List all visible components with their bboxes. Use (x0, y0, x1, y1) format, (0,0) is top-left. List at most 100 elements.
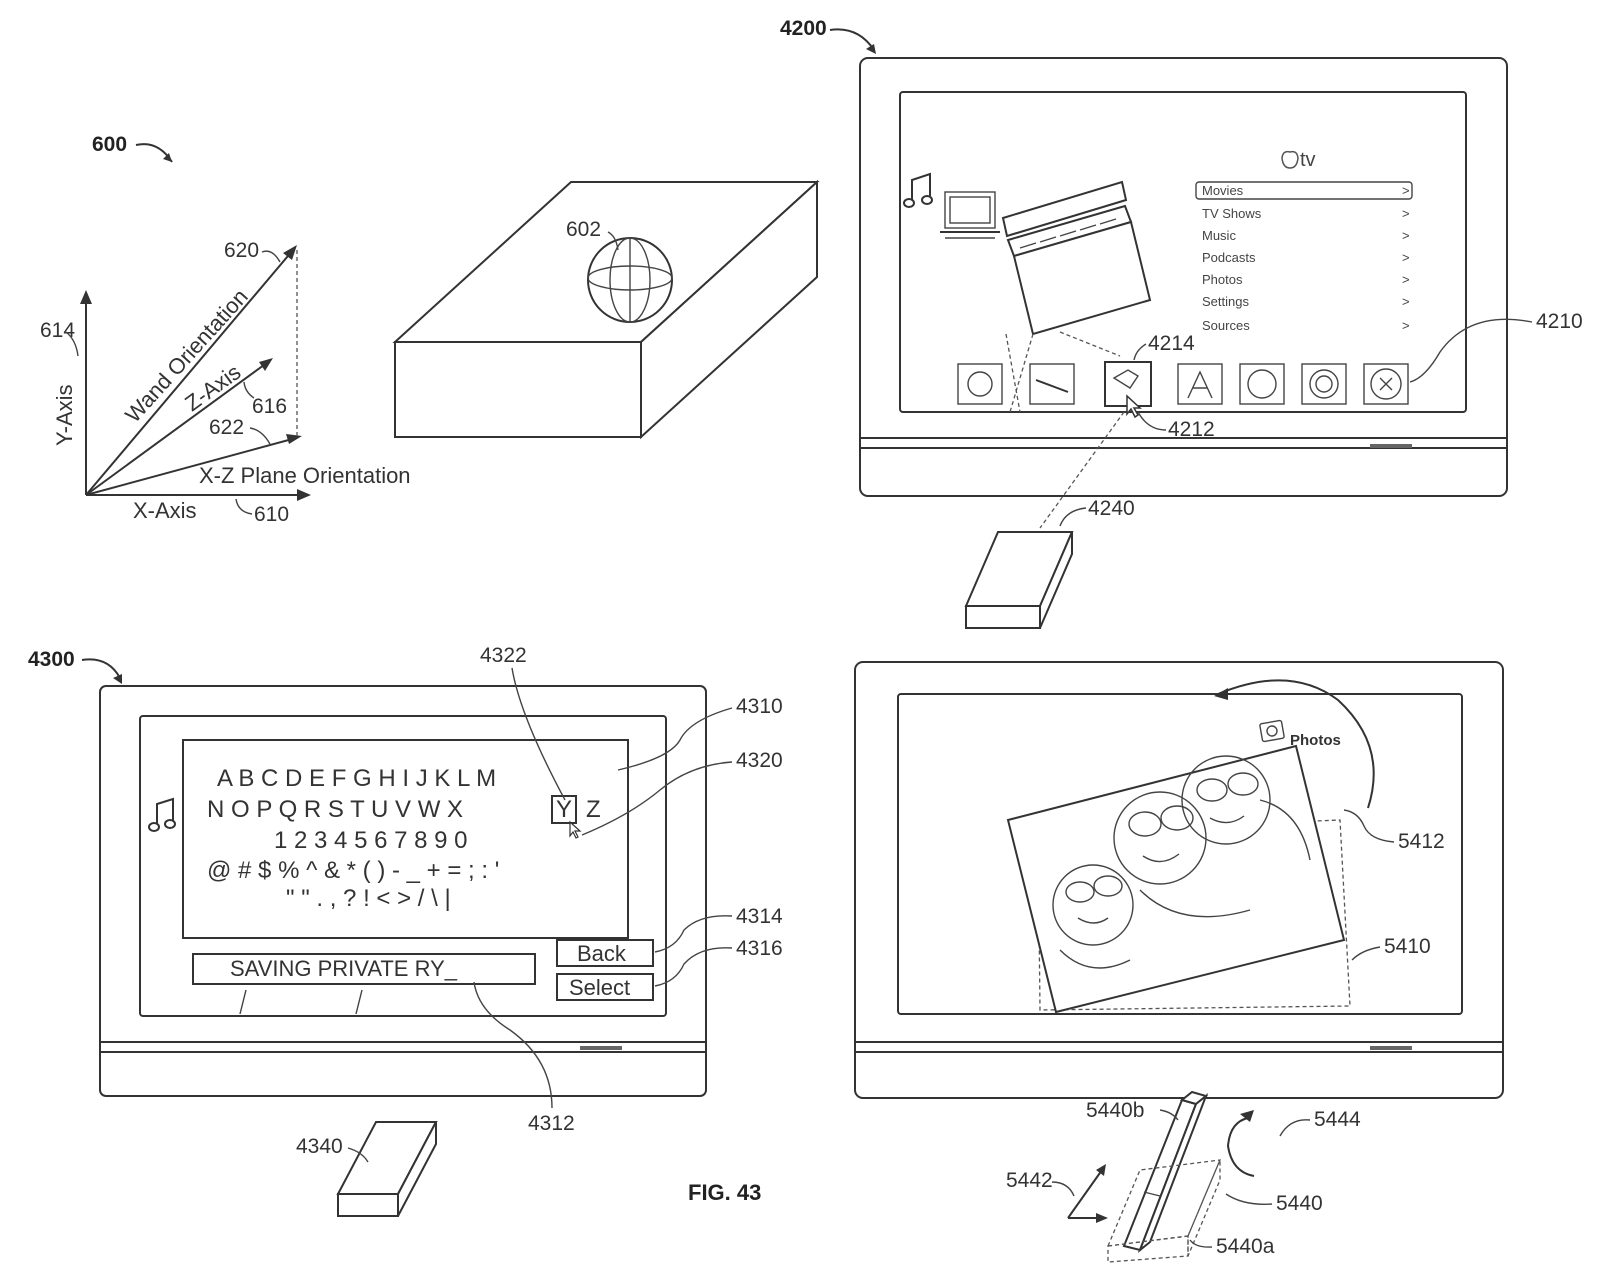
leader-620 (261, 250, 281, 263)
keyboard-row-2[interactable]: N O P Q R S T U V W X (207, 796, 463, 823)
block-front-face (394, 341, 642, 438)
search-input-text: SAVING PRIVATE RY_ (230, 956, 458, 981)
ref-5440b: 5440b (1086, 1099, 1144, 1122)
leader-4210 (1409, 318, 1533, 383)
apple-logo-icon (1281, 150, 1299, 169)
menu-highlight (1195, 181, 1413, 200)
key-y[interactable]: Y (556, 796, 572, 823)
leader-5442 (1051, 1181, 1075, 1197)
chevron-right-icon: > (1402, 206, 1410, 221)
key-y-highlight[interactable] (551, 795, 577, 824)
menu-item-tv-shows[interactable]: TV Shows (1202, 206, 1262, 221)
ref-622: 622 (209, 416, 244, 439)
remote-5440a-original (1106, 1159, 1222, 1247)
menu-item-sources[interactable]: Sources (1202, 318, 1250, 333)
chevron-right-icon: > (1402, 183, 1410, 198)
arrowhead-4300 (113, 674, 122, 684)
apple-tv-logo: tv (1281, 149, 1316, 171)
remote-5440b-rotated (1122, 1098, 1198, 1252)
panel-5400: Photos (854, 661, 1504, 1263)
strip-icon-1[interactable] (957, 363, 1003, 405)
ref-4314: 4314 (736, 905, 783, 928)
wand-arrow (283, 245, 297, 260)
xz-arrow (286, 434, 302, 444)
leader-4312 (473, 981, 553, 1109)
menu-item-movies[interactable]: Movies (1202, 183, 1244, 198)
rotation-arrowhead-5444 (1240, 1110, 1254, 1122)
menu-item-photos[interactable]: Photos (1202, 272, 1243, 287)
wand-orientation-line (85, 249, 294, 496)
ref-4340: 4340 (296, 1135, 343, 1158)
strip-icon-7[interactable] (1363, 363, 1409, 405)
z-axis-arrow (259, 358, 273, 371)
leader-4320 (581, 761, 733, 836)
original-photo-outline-5410 (1037, 819, 1351, 1011)
leader-5440 (1225, 1193, 1273, 1205)
leader-4200 (829, 28, 875, 51)
ref-616: 616 (252, 395, 287, 418)
ref-5444: 5444 (1314, 1108, 1361, 1131)
music-note-icon (148, 797, 176, 832)
keyboard-row-1[interactable]: A B C D E F G H I J K L M (217, 765, 496, 792)
ref-4310: 4310 (736, 695, 783, 718)
keyboard-row-5[interactable]: " " . , ? ! < > / \ | (286, 885, 451, 912)
ref-4300: 4300 (28, 648, 75, 671)
pointer-cursor-icon (569, 820, 582, 839)
remote-4240 (964, 531, 1074, 629)
ref-614: 614 (40, 319, 75, 342)
strip-icon-5[interactable] (1239, 363, 1285, 405)
select-button[interactable] (556, 973, 654, 1001)
y-axis-arrow (80, 290, 92, 304)
chevron-right-icon: > (1402, 228, 1410, 243)
leader-4300 (81, 658, 121, 679)
leader-5440a (1189, 1239, 1213, 1248)
leader-4212 (1137, 411, 1167, 431)
ref-600: 600 (92, 133, 127, 156)
photos-label: Photos (1290, 732, 1341, 749)
menu-item-settings[interactable]: Settings (1202, 294, 1249, 309)
y-axis-label: Y-Axis (52, 384, 77, 446)
ref-602: 602 (566, 218, 601, 241)
rotation-arrow-5444 (1226, 1117, 1255, 1177)
ref-4320: 4320 (736, 749, 783, 772)
x-axis-arrow (297, 489, 311, 501)
leader-616 (243, 381, 255, 399)
leader-614 (65, 331, 79, 357)
ref-4212: 4212 (1168, 418, 1215, 441)
clapboard-icon (1001, 180, 1152, 413)
back-button[interactable] (556, 939, 654, 967)
search-input[interactable] (192, 953, 536, 985)
ref-620: 620 (224, 239, 259, 262)
axis-arrowhead-x (1096, 1213, 1108, 1223)
leader-4240 (1059, 507, 1087, 527)
strip-icon-6[interactable] (1301, 363, 1347, 405)
screen-reflection-2 (355, 989, 363, 1015)
ref-4312: 4312 (528, 1112, 575, 1135)
photos-app-icon (1259, 719, 1285, 743)
rotated-photo-5412 (1006, 744, 1346, 1014)
axis-arrowhead-y (1096, 1164, 1106, 1176)
menu-item-music[interactable]: Music (1202, 228, 1236, 243)
block-side-face (640, 179, 818, 440)
ref-4240: 4240 (1088, 497, 1135, 520)
rotation-arrowhead (1214, 688, 1228, 700)
keyboard-row-3[interactable]: 1 2 3 4 5 6 7 8 9 0 (274, 827, 468, 854)
ref-4210: 4210 (1536, 310, 1583, 333)
menu-item-podcasts[interactable]: Podcasts (1202, 250, 1256, 265)
pointing-ray (1039, 411, 1125, 529)
leader-5444 (1279, 1119, 1311, 1137)
tv-5400-badge (1370, 1046, 1412, 1050)
leader-4314 (654, 915, 733, 953)
music-note-icon (903, 172, 933, 208)
xz-plane-label: X-Z Plane Orientation (199, 463, 411, 488)
keyboard-row-4[interactable]: @ # $ % ^ & * ( ) - _ + = ; : ' (207, 857, 499, 884)
key-z[interactable]: Z (586, 796, 601, 823)
panel-4300: 4300 A B C D E F G H I J K L M N O P Q R… (28, 644, 783, 1217)
select-button-label: Select (569, 975, 630, 1000)
ref-5440a: 5440a (1216, 1235, 1275, 1258)
figure-caption: FIG. 43 (688, 1180, 761, 1205)
ref-4214: 4214 (1148, 332, 1195, 355)
strip-icon-4[interactable] (1177, 363, 1223, 405)
strip-icon-2[interactable] (1029, 363, 1075, 405)
chevron-right-icon: > (1402, 318, 1410, 333)
